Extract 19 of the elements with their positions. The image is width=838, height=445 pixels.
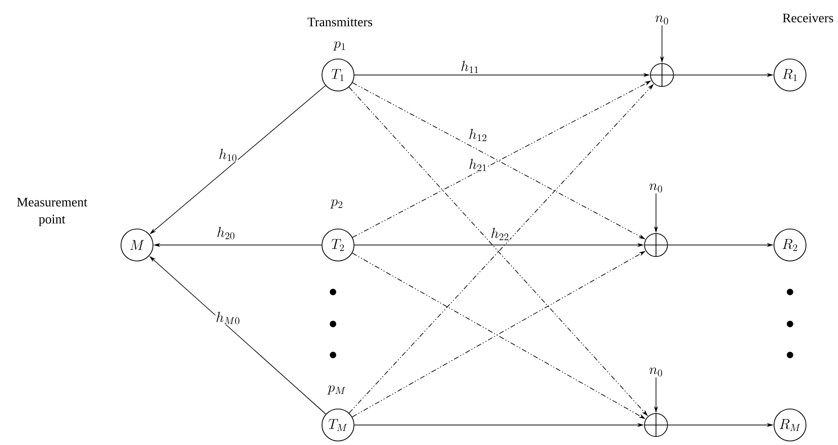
edge-label: $h_{M0}$	[215, 311, 241, 325]
column-heading: Transmitters	[308, 18, 372, 26]
edge-label: $h_{12}$	[468, 128, 488, 142]
edge-label: $h_{20}$	[216, 226, 236, 240]
noise-label: $n_0$	[649, 184, 662, 192]
summing-junction	[650, 63, 674, 87]
column-heading: Receivers	[782, 14, 834, 22]
node-caption: Measurement point	[17, 198, 88, 226]
edge-label: $h_{10}$	[218, 148, 238, 162]
summing-junction	[644, 413, 668, 437]
power-label: $p_2$	[330, 199, 342, 208]
noise-label: $n_0$	[649, 368, 662, 376]
edge-label: $h_{21}$	[468, 158, 488, 172]
edge-label: $h_{11}$	[460, 60, 480, 74]
summing-junction	[644, 233, 668, 257]
power-label: $p_1$	[333, 41, 345, 50]
edge-label: $h_{22}$	[490, 227, 510, 241]
noise-label: $n_0$	[655, 16, 668, 24]
power-label: $p_M$	[327, 385, 346, 394]
